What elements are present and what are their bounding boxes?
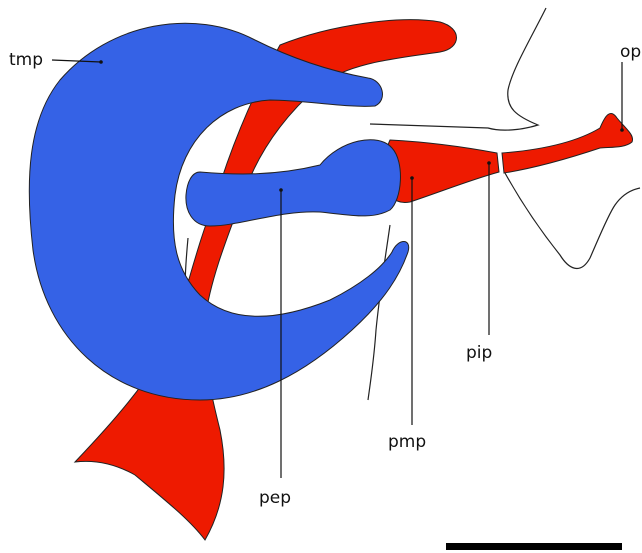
label-pmp: pmp [388,434,426,451]
blue-bones [29,23,408,400]
dot-tmp [99,60,103,64]
dot-op [620,128,624,132]
label-pip: pip [466,345,492,362]
outline-right-lobe [505,173,640,268]
label-tmp: tmp [9,52,43,69]
outline-lower-left [368,225,390,400]
red-pmp-bone [385,140,499,203]
dot-pmp [410,176,414,180]
red-op-bone [502,113,633,173]
label-pep: pep [259,490,291,507]
blue-pep-bone [186,140,401,226]
scale-bar [446,543,622,550]
label-op: op [620,44,641,61]
dot-pip [487,161,491,165]
dot-pep [279,188,283,192]
